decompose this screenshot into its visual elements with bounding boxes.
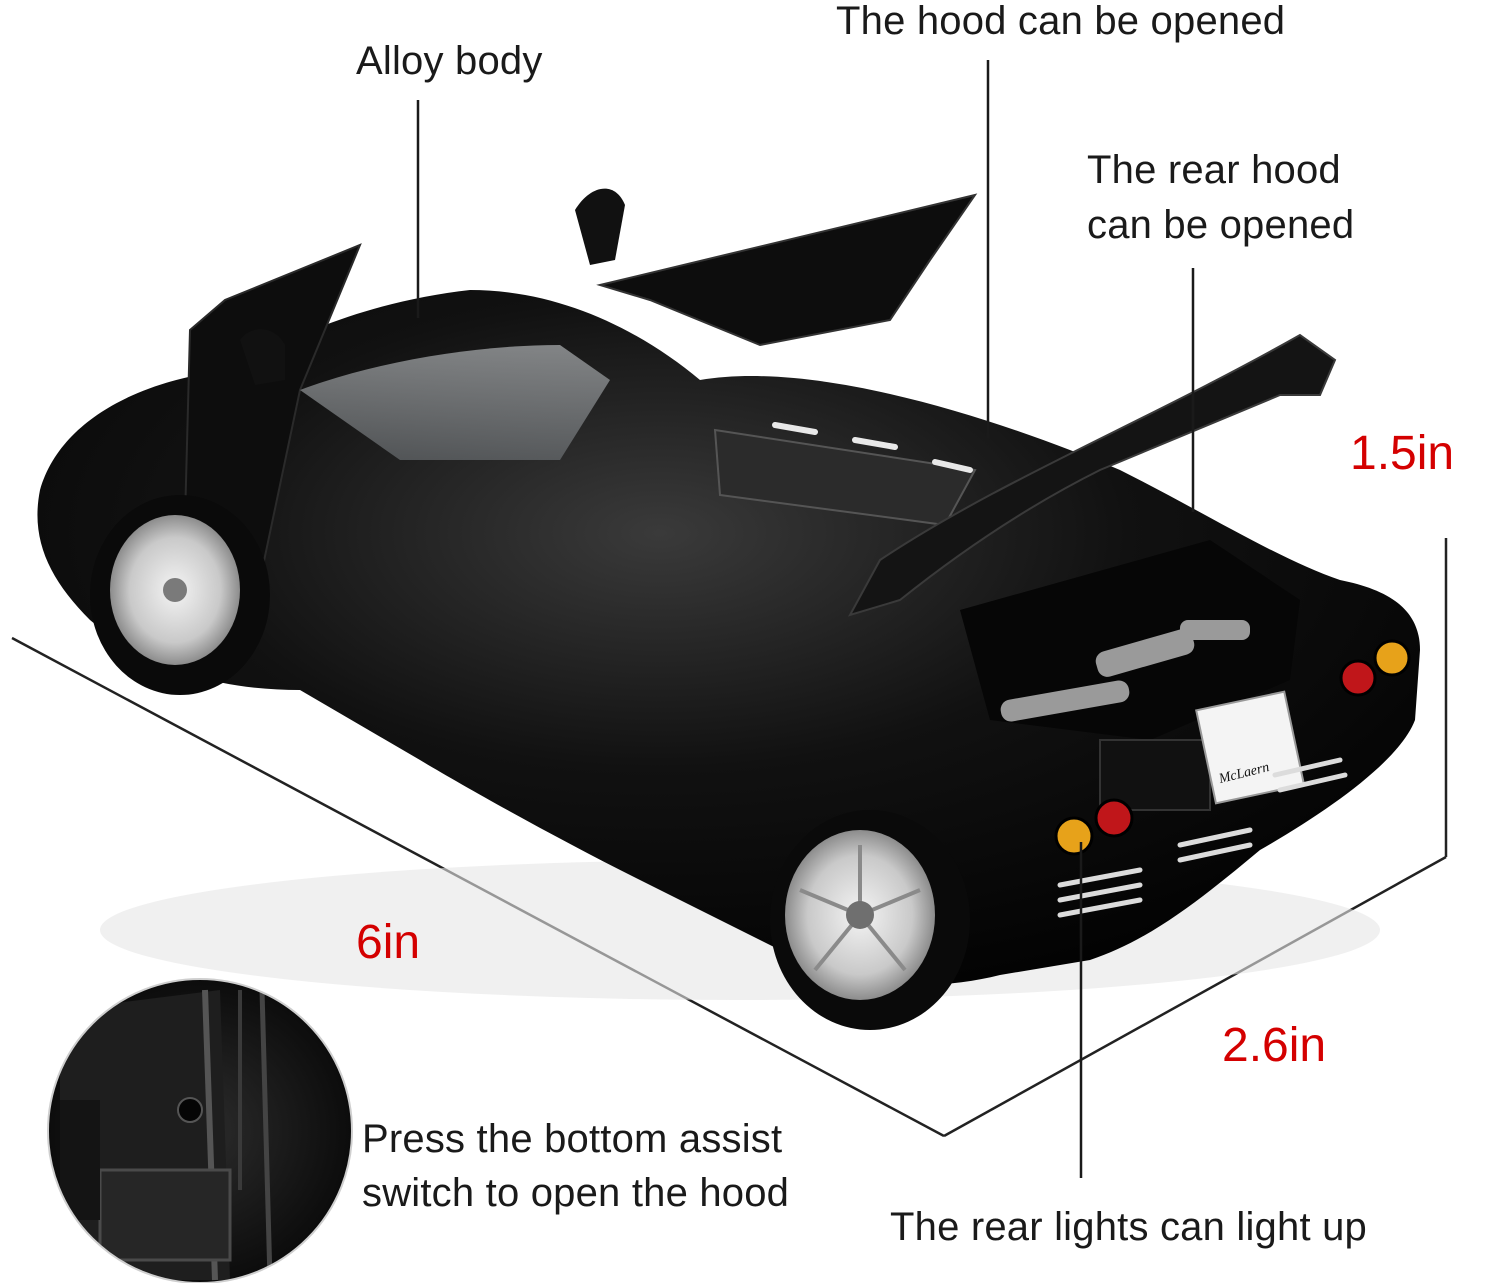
right-door (596, 193, 978, 347)
rear-wheel (770, 810, 970, 1030)
switch-label-line1: Press the bottom assist (362, 1117, 783, 1161)
rear-lights (1054, 639, 1411, 856)
rear-wing (847, 333, 1337, 617)
alloy-body-label: Alloy body (356, 39, 543, 83)
switch-inset-photo (47, 978, 353, 1283)
width-dimension-line (943, 855, 1447, 1138)
windshield (300, 345, 610, 460)
length-dimension-label: 6in (356, 916, 421, 969)
rear-lights-label: The rear lights can light up (890, 1205, 1367, 1249)
car-model: McLaern (37, 188, 1420, 1030)
switch-label-line2: switch to open the hood (362, 1171, 790, 1215)
rear-hood-label-line2: can be opened (1087, 203, 1355, 247)
callout-lines (416, 60, 1195, 1178)
rear-hood-label-line1: The rear hood (1087, 148, 1341, 192)
front-wheel (90, 495, 270, 695)
width-dimension-label: 2.6in (1222, 1019, 1327, 1072)
hood-label: The hood can be opened (836, 0, 1286, 43)
height-dimension-label: 1.5in (1350, 427, 1455, 480)
engine (1000, 620, 1250, 722)
